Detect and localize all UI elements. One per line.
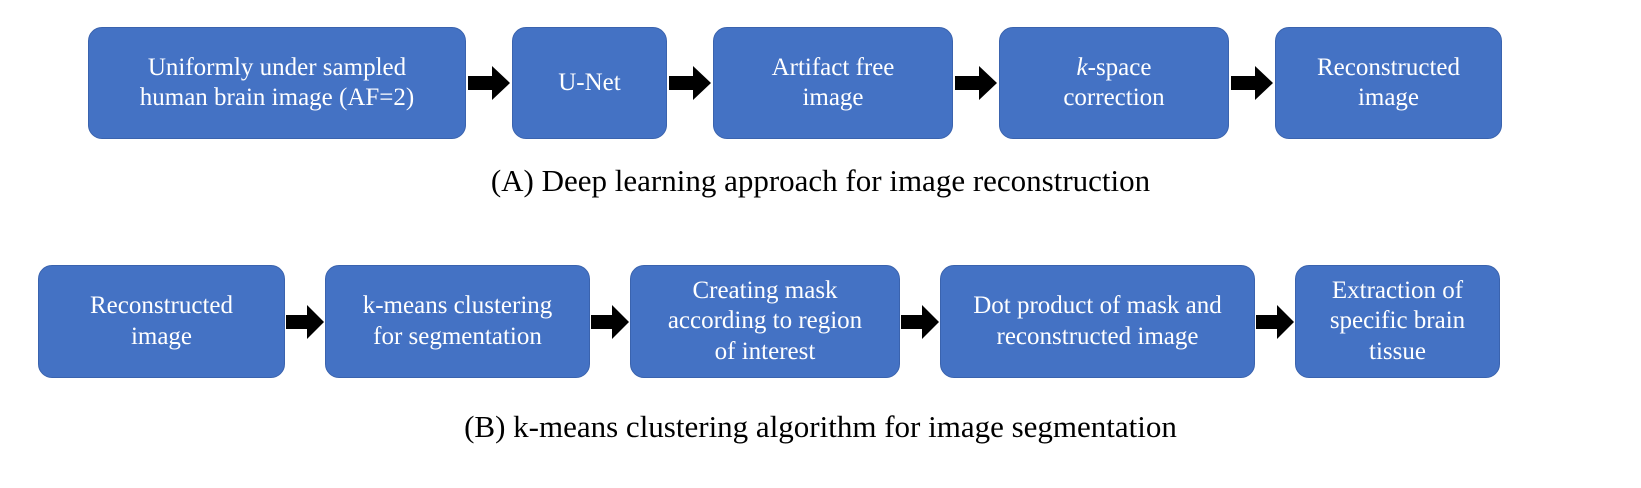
arrow-icon-b-3 [900, 300, 940, 344]
node-a-5-label: Reconstructed image [1316, 53, 1460, 112]
node-a-3[interactable]: Artifact free image [713, 27, 953, 139]
node-a-5[interactable]: Reconstructed image [1275, 27, 1502, 139]
node-a-4-label-rest: -space correction [1063, 53, 1165, 112]
node-a-2[interactable]: U-Net [512, 27, 667, 139]
arrow-icon-b-2 [590, 300, 630, 344]
node-b-2-label: k-means clustering for segmentation [362, 292, 553, 350]
arrow-icon-a-3 [953, 61, 999, 105]
node-b-3-label: Creating mask according to region of int… [667, 276, 863, 365]
caption-panel-b: (B) k-means clustering algorithm for ima… [464, 409, 1177, 444]
node-b-4-label: Dot product of mask and reconstructed im… [973, 292, 1222, 350]
node-a-4[interactable]: k-space correction [999, 27, 1229, 139]
node-a-4-label: k-space correction [1063, 53, 1164, 114]
arrow-icon-b-1 [285, 300, 325, 344]
node-a-4-label-italic-k: k [1076, 53, 1088, 81]
node-b-2[interactable]: k-means clustering for segmentation [325, 265, 590, 378]
node-b-4[interactable]: Dot product of mask and reconstructed im… [940, 265, 1255, 378]
flow-row-a: Uniformly under sampled human brain imag… [88, 27, 1502, 139]
arrow-icon-a-1 [466, 61, 512, 105]
caption-panel-a: (A) Deep learning approach for image rec… [490, 163, 1151, 198]
node-b-5-label: Extraction of specific brain tissue [1329, 276, 1466, 365]
node-a-3-label: Artifact free image [771, 53, 895, 112]
node-a-1[interactable]: Uniformly under sampled human brain imag… [88, 27, 466, 139]
arrow-icon-b-4 [1255, 300, 1295, 344]
node-b-1-label: Reconstructed image [89, 292, 233, 350]
arrow-icon-a-4 [1229, 61, 1275, 105]
flow-row-b: Reconstructed image k-means clustering f… [38, 265, 1500, 378]
node-a-1-label: Uniformly under sampled human brain imag… [139, 53, 415, 112]
node-b-3[interactable]: Creating mask according to region of int… [630, 265, 900, 378]
node-b-5[interactable]: Extraction of specific brain tissue [1295, 265, 1500, 378]
node-a-2-label: U-Net [558, 68, 621, 96]
arrow-icon-a-2 [667, 61, 713, 105]
node-b-1[interactable]: Reconstructed image [38, 265, 285, 378]
